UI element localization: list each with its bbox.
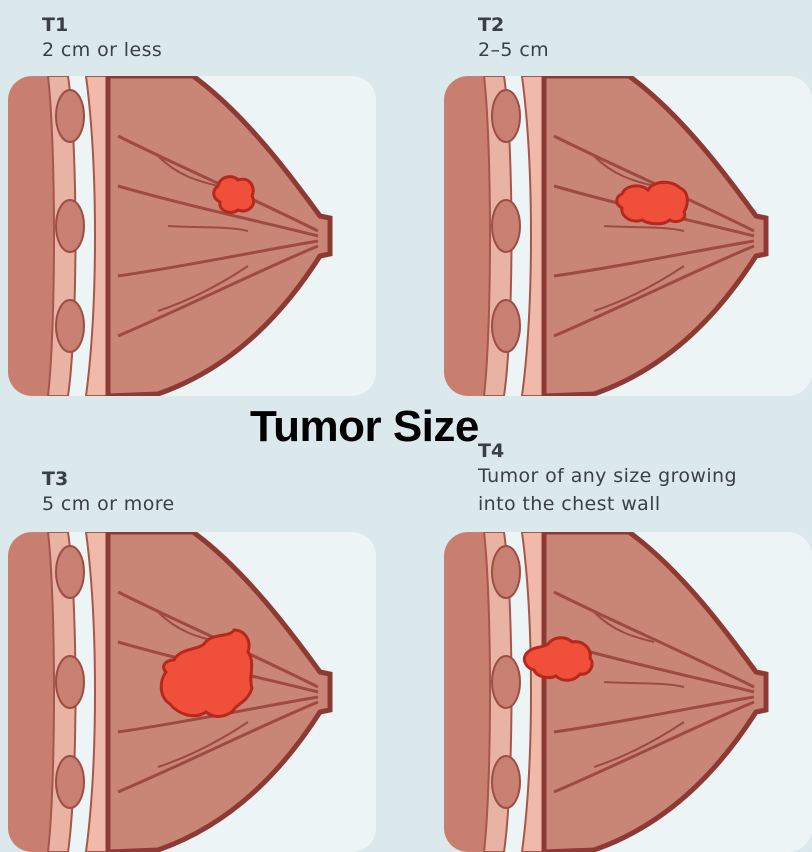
diagram-panel-t1 [8, 76, 376, 396]
breast-cross-section-t2 [444, 76, 812, 396]
breast-cross-section-t1 [8, 76, 376, 396]
stage-label-t1: T1 2 cm or less [42, 14, 162, 64]
diagram-panel-t3 [8, 532, 376, 852]
diagram-panel-t2 [444, 76, 812, 396]
stage-description: 2 cm or less [42, 36, 162, 64]
breast-tissue [544, 76, 766, 396]
diagram-panel-t4 [444, 532, 812, 852]
stage-code: T2 [478, 14, 549, 36]
breast-cross-section-t4 [444, 532, 812, 852]
stage-code: T3 [42, 468, 175, 490]
chest-wall [444, 532, 553, 852]
stage-description: 2–5 cm [478, 36, 549, 64]
chest-wall [444, 76, 553, 396]
page-title: Tumor Size [250, 402, 479, 452]
stage-code: T4 [478, 440, 737, 462]
breast-cross-section-t3 [8, 532, 376, 852]
stage-label-t2: T2 2–5 cm [478, 14, 549, 64]
stage-description-line-2: into the chest wall [478, 490, 737, 518]
breast-tissue [544, 532, 766, 852]
tumor [617, 182, 688, 224]
tumor [214, 177, 254, 213]
stage-label-t3: T3 5 cm or more [42, 468, 175, 518]
stage-code: T1 [42, 14, 162, 36]
chest-wall [8, 532, 117, 852]
chest-wall [8, 76, 117, 396]
stage-description: 5 cm or more [42, 490, 175, 518]
stage-label-t4: T4 Tumor of any size growing into the ch… [478, 440, 737, 518]
breast-tissue [108, 76, 330, 396]
stage-description-line-1: Tumor of any size growing [478, 462, 737, 490]
